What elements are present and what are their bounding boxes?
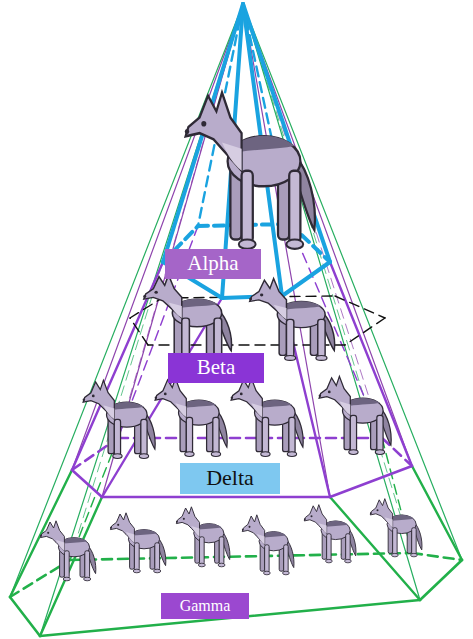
gamma-wolf	[304, 505, 356, 563]
pyramid-wireframe	[10, 4, 462, 636]
pyramid-edge	[72, 470, 102, 497]
pyramid-edge	[243, 4, 412, 466]
pyramid-edge	[162, 296, 335, 298]
pyramid-edge	[40, 497, 102, 636]
gamma-wolf	[176, 507, 230, 567]
wolf-group	[40, 93, 422, 581]
pyramid-edge	[345, 318, 385, 345]
pyramid-edge	[40, 4, 243, 636]
delta-wolf	[155, 378, 228, 456]
pyramid-edge	[282, 262, 330, 296]
gamma-wolf	[370, 499, 422, 557]
rank-name: Gamma	[180, 597, 231, 615]
pyramid-edge	[420, 560, 462, 600]
beta-wolf	[249, 279, 335, 361]
beta-wolf	[143, 275, 231, 361]
pyramid-edge	[243, 4, 420, 600]
gamma-wolf	[242, 515, 294, 575]
pyramid-edge	[118, 437, 382, 440]
pyramid-edge	[382, 438, 412, 466]
pyramid-edge	[10, 4, 243, 597]
pyramid-edge	[335, 296, 385, 318]
pyramid-edge	[10, 470, 72, 597]
pyramid-edge	[102, 496, 330, 499]
rank-name: Beta	[197, 356, 235, 379]
rank-label: Gamma	[161, 593, 249, 619]
pyramid-edge	[412, 553, 462, 560]
pyramid-edge	[330, 466, 412, 497]
gamma-wolf	[110, 513, 166, 573]
pyramid-edge	[10, 597, 40, 636]
rank-label: Alpha	[165, 249, 261, 279]
delta-wolf	[231, 378, 304, 456]
rank-label: Delta	[180, 463, 280, 494]
rank-label: Beta	[168, 353, 264, 383]
gamma-wolf	[40, 521, 96, 581]
pyramid-edge	[70, 553, 412, 560]
pyramid-edge	[72, 4, 243, 470]
delta-wolf	[83, 380, 156, 458]
pyramid-edge	[130, 298, 162, 318]
alpha-wolf	[185, 93, 315, 249]
pyramid-edge	[130, 318, 148, 345]
rank-name: Alpha	[187, 252, 238, 275]
rank-name: Delta	[206, 466, 254, 490]
delta-wolf	[319, 376, 392, 454]
